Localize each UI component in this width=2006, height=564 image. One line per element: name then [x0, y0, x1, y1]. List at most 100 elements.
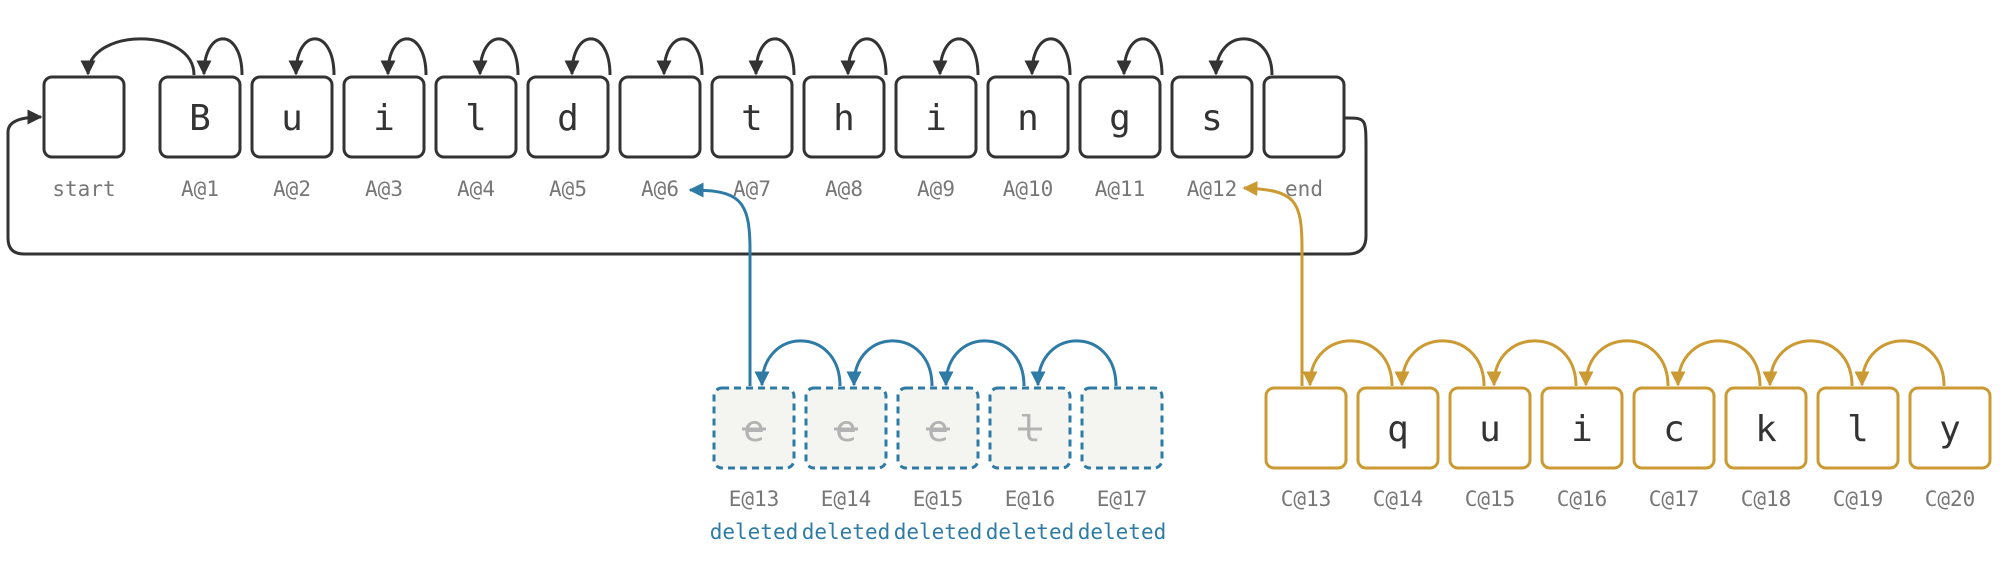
- main-node-10: nA@10: [986, 75, 1070, 201]
- inserted-node-box: [1908, 386, 1992, 470]
- main-pointer-arc-10: [932, 37, 980, 76]
- inserted-node-box: [1632, 386, 1716, 470]
- inserted-node-char: i: [1571, 409, 1593, 450]
- main-node-char: h: [833, 98, 855, 139]
- wraparound-loop-arrow: [6, 109, 1368, 256]
- main-node-12: sA@12: [1170, 75, 1254, 201]
- main-node-label: start: [52, 177, 115, 201]
- main-node-6: A@6: [618, 75, 702, 201]
- main-node-box: [1262, 75, 1346, 159]
- main-pointer-arc-end: [1208, 37, 1274, 76]
- main-node-box: [42, 75, 126, 159]
- main-node-char: s: [1201, 98, 1223, 139]
- main-node-1: BA@1: [158, 75, 242, 201]
- main-node-char: B: [189, 98, 211, 139]
- main-node-char: g: [1109, 98, 1131, 139]
- inserted-pointer-arc-3: [1486, 339, 1578, 387]
- inserted-node-box: [1264, 386, 1348, 470]
- main-node-label: A@4: [457, 177, 495, 201]
- main-pointer-arc-12: [1116, 37, 1164, 76]
- inserted-node-label: C@17: [1649, 487, 1700, 511]
- main-node-4: lA@4: [434, 75, 518, 201]
- main-node-box: [618, 75, 702, 159]
- inserted-pointer-arc-5: [1670, 339, 1762, 387]
- main-node-label: A@2: [273, 177, 311, 201]
- inserted-node-char: l: [1847, 409, 1869, 450]
- inserted-pointer-arc-1: [1302, 339, 1394, 387]
- main-node-label: A@3: [365, 177, 403, 201]
- inserted-pointer-arc-2: [1394, 339, 1486, 387]
- inserted-node-label: C@20: [1925, 487, 1976, 511]
- inserted-node-2: uC@15: [1448, 386, 1532, 511]
- inserted-node-box: [1816, 386, 1900, 470]
- deleted-pointer-arc-2: [846, 339, 934, 387]
- inserted-node-char: c: [1663, 409, 1685, 450]
- main-pointer-arc-8: [748, 37, 796, 76]
- deleted-pointer-arc-3: [938, 339, 1026, 387]
- main-node-label: A@5: [549, 177, 587, 201]
- inserted-origin-connector: [1242, 181, 1304, 386]
- inserted-node-6: lC@19: [1816, 386, 1900, 511]
- main-node-0: start: [42, 75, 126, 201]
- inserted-node-label: C@19: [1833, 487, 1884, 511]
- main-pointer-arc-7: [656, 37, 704, 76]
- deleted-node-label: E@15: [913, 487, 964, 511]
- main-node-box: [802, 75, 886, 159]
- main-node-label: A@11: [1095, 177, 1146, 201]
- inserted-node-label: C@16: [1557, 487, 1608, 511]
- deleted-origin-connector: [688, 182, 752, 386]
- main-pointer-arc-1: [80, 37, 196, 76]
- deleted-status-text: deleted: [802, 520, 891, 544]
- main-node-5: dA@5: [526, 75, 610, 201]
- inserted-node-3: iC@16: [1540, 386, 1624, 511]
- main-node-8: hA@8: [802, 75, 886, 201]
- main-node-char: d: [557, 98, 579, 139]
- main-node-label: A@9: [917, 177, 955, 201]
- inserted-node-char: u: [1479, 409, 1501, 450]
- inserted-node-box: [1724, 386, 1808, 470]
- main-node-box: [986, 75, 1070, 159]
- inserted-node-label: C@14: [1373, 487, 1424, 511]
- inserted-node-label: C@13: [1281, 487, 1332, 511]
- main-node-char: u: [281, 98, 303, 139]
- inserted-node-5: kC@18: [1724, 386, 1808, 511]
- inserted-node-box: [1540, 386, 1624, 470]
- main-node-char: t: [741, 98, 763, 139]
- main-node-3: iA@3: [342, 75, 426, 201]
- main-pointer-arc-3: [288, 37, 336, 76]
- main-node-box: [434, 75, 518, 159]
- main-pointer-arc-9: [840, 37, 888, 76]
- deleted-pointer-arc-4: [1030, 339, 1118, 387]
- main-node-box: [158, 75, 242, 159]
- main-node-7: tA@7: [710, 75, 794, 201]
- main-node-label: A@10: [1003, 177, 1054, 201]
- deleted-status-text: deleted: [710, 520, 799, 544]
- main-node-box: [342, 75, 426, 159]
- main-pointer-arc-2: [196, 37, 244, 76]
- deleted-pointer-arc-1: [754, 339, 842, 387]
- inserted-pointer-arc-6: [1762, 339, 1854, 387]
- deleted-node-label: E@14: [821, 487, 872, 511]
- main-node-box: [710, 75, 794, 159]
- inserted-node-box: [1448, 386, 1532, 470]
- inserted-node-label: C@18: [1741, 487, 1792, 511]
- inserted-node-char: k: [1755, 409, 1777, 450]
- main-node-char: i: [925, 98, 947, 139]
- main-pointer-arc-4: [380, 37, 428, 76]
- inserted-pointer-arc-7: [1854, 339, 1946, 387]
- main-node-13: end: [1262, 75, 1346, 201]
- inserted-node-7: yC@20: [1908, 386, 1992, 511]
- deleted-node-label: E@17: [1097, 487, 1148, 511]
- main-node-label: A@6: [641, 177, 679, 201]
- main-node-label: end: [1285, 177, 1323, 201]
- main-node-box: [250, 75, 334, 159]
- inserted-node-0: C@13: [1264, 386, 1348, 511]
- main-node-char: i: [373, 98, 395, 139]
- inserted-node-box: [1356, 386, 1440, 470]
- inserted-node-1: qC@14: [1356, 386, 1440, 511]
